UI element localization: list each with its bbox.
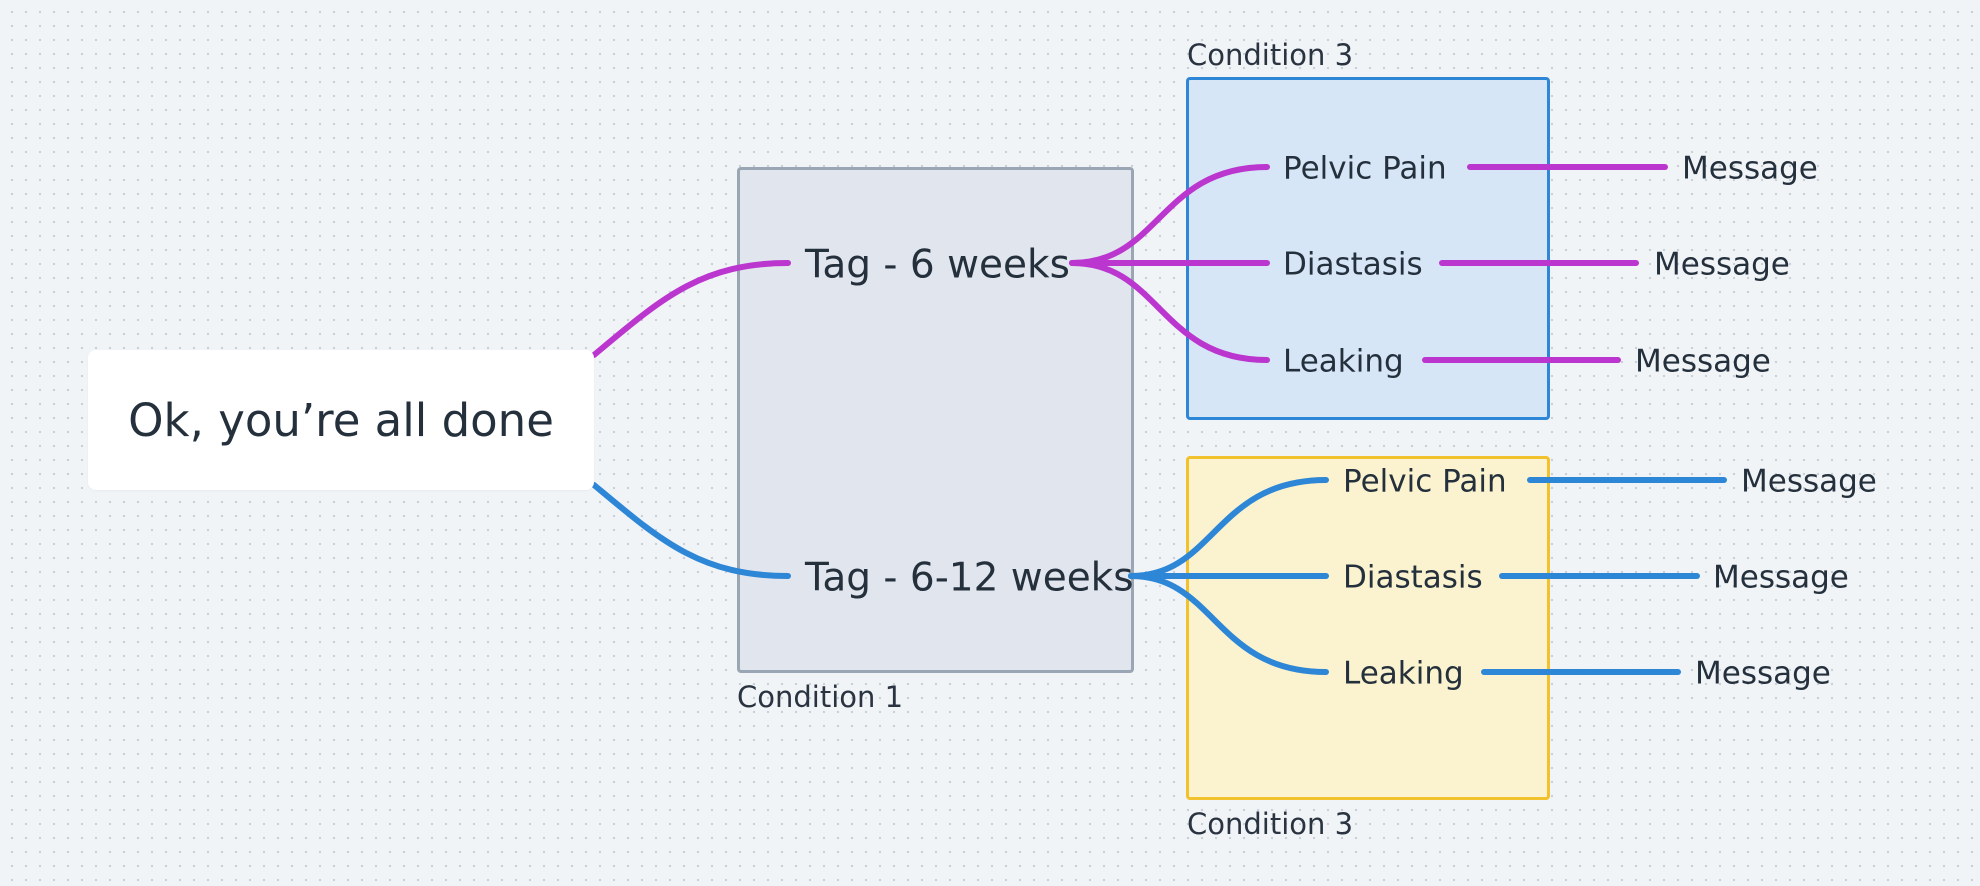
leaking-node-top[interactable]: Leaking	[1283, 343, 1404, 380]
diastasis-node-top[interactable]: Diastasis	[1283, 246, 1423, 283]
message-node-leaking-bottom[interactable]: Message	[1695, 655, 1831, 692]
condition-3-frame-label-bottom: Condition 3	[1187, 807, 1354, 841]
pelvic-pain-node-bottom[interactable]: Pelvic Pain	[1343, 463, 1507, 500]
condition-3-frame-label-top: Condition 3	[1187, 38, 1354, 72]
tag-6-weeks-node[interactable]: Tag - 6 weeks	[805, 242, 1070, 288]
message-node-diastasis-top[interactable]: Message	[1654, 246, 1790, 283]
condition-1-frame-label: Condition 1	[737, 680, 904, 714]
message-node-pelvic-pain-top[interactable]: Message	[1682, 150, 1818, 187]
condition-3-frame-bottom[interactable]	[1186, 456, 1550, 800]
message-node-pelvic-pain-bottom[interactable]: Message	[1741, 463, 1877, 500]
message-node-leaking-top[interactable]: Message	[1635, 343, 1771, 380]
pelvic-pain-node-top[interactable]: Pelvic Pain	[1283, 150, 1447, 187]
message-node-diastasis-bottom[interactable]: Message	[1713, 559, 1849, 596]
leaking-node-bottom[interactable]: Leaking	[1343, 655, 1464, 692]
diastasis-node-bottom[interactable]: Diastasis	[1343, 559, 1483, 596]
root-node[interactable]: Ok, you’re all done	[88, 350, 594, 490]
root-node-label: Ok, you’re all done	[128, 393, 554, 447]
condition-1-frame[interactable]	[737, 167, 1134, 673]
tag-6-12-weeks-node[interactable]: Tag - 6-12 weeks	[805, 555, 1134, 601]
